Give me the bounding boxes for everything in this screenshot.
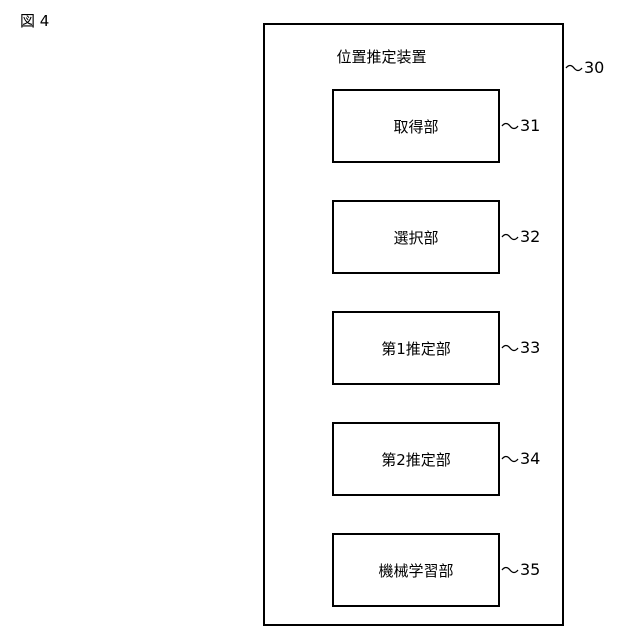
leader-line-30 xyxy=(566,66,582,71)
leader-line-35 xyxy=(502,568,518,573)
ref-number-35: 35 xyxy=(520,560,540,579)
ref-number-34: 34 xyxy=(520,449,540,468)
leader-line-32 xyxy=(502,235,518,240)
leader-line-34 xyxy=(502,457,518,462)
leader-line-33 xyxy=(502,346,518,351)
ref-number-30: 30 xyxy=(584,58,604,77)
ref-number-31: 31 xyxy=(520,116,540,135)
ref-number-33: 33 xyxy=(520,338,540,357)
leader-line-31 xyxy=(502,124,518,129)
ref-number-32: 32 xyxy=(520,227,540,246)
